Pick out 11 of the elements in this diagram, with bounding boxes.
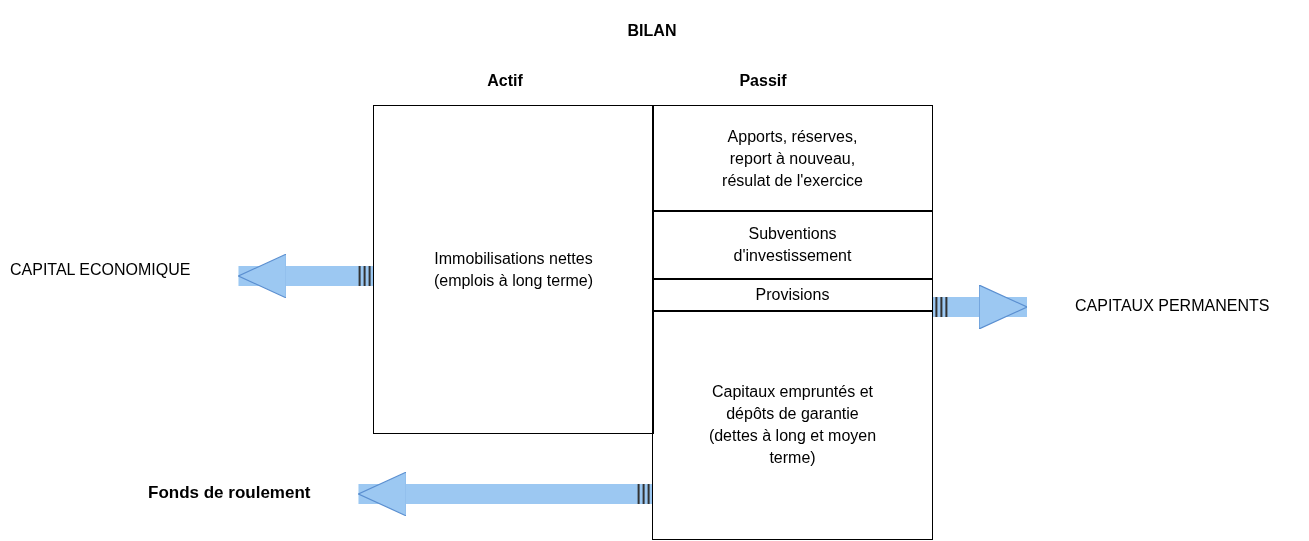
liability-cell: Capitaux empruntés et dépôts de garantie (dettes à long et moyen terme) [652, 310, 933, 540]
liability-cell: Subventions d'investissement [652, 210, 933, 280]
liability-cell: Provisions [652, 278, 933, 312]
arrow-target-text: CAPITAUX PERMANENTS [1075, 297, 1270, 319]
title: BILAN [626, 22, 678, 40]
liability-cell: Apports, réserves, report à nouveau, résulat de l'exercice [652, 105, 933, 212]
column-heading: Passif [738, 72, 788, 90]
arrow-target-text: Fonds de roulement [148, 483, 311, 507]
arrow-target-text: CAPITAL ECONOMIQUE [10, 261, 191, 283]
column-heading: Actif [486, 72, 524, 90]
asset-cell: Immobilisations nettes (emplois à long terme) [373, 105, 654, 434]
